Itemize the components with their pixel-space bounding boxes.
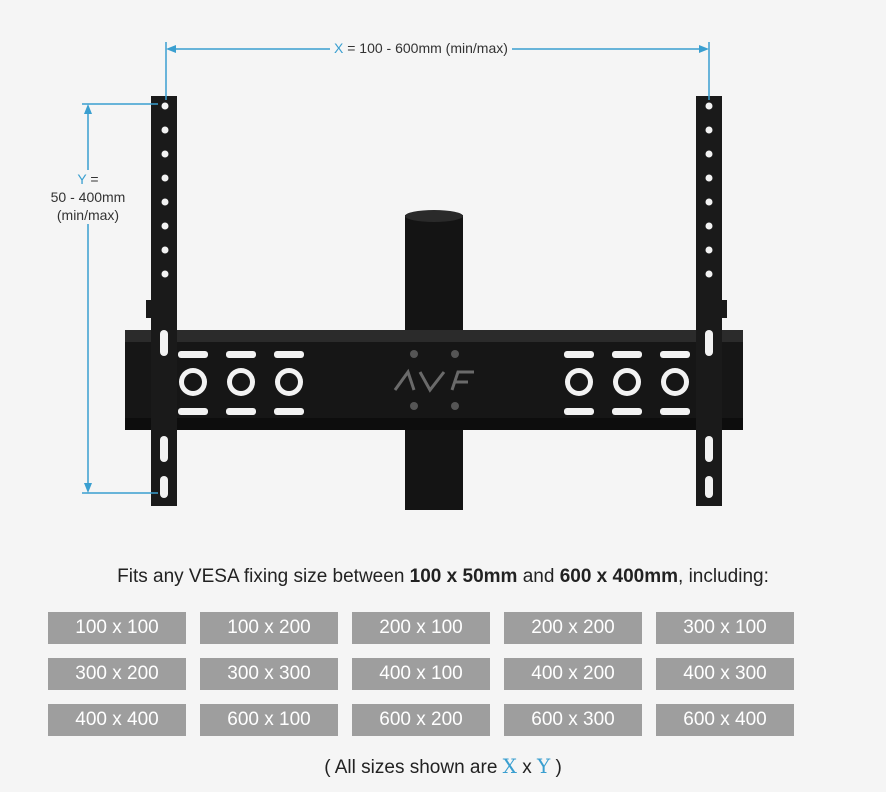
fits-min: 100 x 50mm bbox=[409, 566, 518, 587]
size-cell: 300 x 100 bbox=[656, 612, 794, 644]
y-equals: = bbox=[90, 171, 99, 187]
pole-top bbox=[405, 210, 463, 222]
size-cell: 200 x 100 bbox=[352, 612, 490, 644]
fits-prefix: Fits any VESA fixing size between bbox=[117, 566, 410, 587]
footnote-close: ) bbox=[550, 757, 562, 778]
size-cell: 400 x 200 bbox=[504, 658, 642, 690]
y-dimension-line bbox=[82, 103, 158, 494]
size-cell: 100 x 200 bbox=[200, 612, 338, 644]
size-cell: 400 x 400 bbox=[48, 704, 186, 736]
size-cell: 600 x 400 bbox=[656, 704, 794, 736]
x-range-text: = 100 - 600mm (min/max) bbox=[347, 40, 508, 56]
right-vertical-bracket bbox=[696, 96, 727, 506]
mount-diagram bbox=[82, 42, 743, 510]
avf-logo bbox=[393, 368, 474, 393]
size-cell: 400 x 100 bbox=[352, 658, 490, 690]
size-cell: 100 x 100 bbox=[48, 612, 186, 644]
fits-max: 600 x 400mm bbox=[559, 566, 679, 587]
size-cell: 200 x 200 bbox=[504, 612, 642, 644]
footnote-x: X bbox=[502, 754, 517, 778]
y-dimension-label: Y = 50 - 400mm (min/max) bbox=[38, 170, 138, 224]
fits-and: and bbox=[517, 566, 560, 587]
footnote-open: ( All sizes shown are bbox=[324, 757, 503, 778]
vesa-size-grid: 100 x 100 100 x 200 200 x 100 200 x 200 … bbox=[48, 612, 794, 736]
size-cell: 300 x 200 bbox=[48, 658, 186, 690]
horizontal-rail bbox=[125, 330, 743, 430]
footnote: ( All sizes shown are X x Y ) bbox=[0, 754, 886, 779]
y-range-text: 50 - 400mm bbox=[50, 189, 126, 205]
footnote-y: Y bbox=[536, 754, 551, 778]
size-cell: 600 x 200 bbox=[352, 704, 490, 736]
fits-description: Fits any VESA fixing size between 100 x … bbox=[0, 566, 886, 588]
x-letter: X bbox=[334, 40, 344, 56]
size-cell: 600 x 300 bbox=[504, 704, 642, 736]
size-cell: 300 x 300 bbox=[200, 658, 338, 690]
left-vertical-bracket bbox=[146, 96, 177, 506]
y-letter: Y bbox=[77, 171, 87, 187]
footnote-mid: x bbox=[516, 757, 537, 778]
y-minmax-text: (min/max) bbox=[56, 207, 120, 223]
x-dimension-label: X = 100 - 600mm (min/max) bbox=[330, 40, 512, 56]
size-cell: 600 x 100 bbox=[200, 704, 338, 736]
fits-suffix: , including: bbox=[678, 566, 769, 587]
size-cell: 400 x 300 bbox=[656, 658, 794, 690]
